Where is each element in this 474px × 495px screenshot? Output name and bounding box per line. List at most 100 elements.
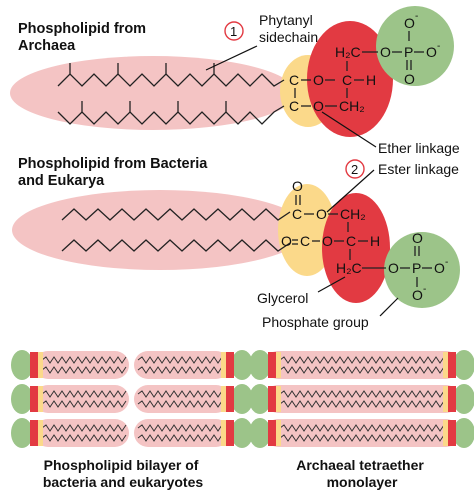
- bilayer-left-head-2-phosphate: [11, 418, 33, 448]
- bacteria-glycerol-h: H: [370, 233, 380, 249]
- bacteria-phosphate-oxygen-bottom: O: [412, 287, 423, 303]
- bilayer-left-head-1-linkage: [38, 386, 43, 412]
- svg-text:-: -: [445, 257, 448, 268]
- svg-text:-: -: [437, 41, 440, 52]
- marker-2: 2: [351, 162, 358, 177]
- bilayer-left-chain-a-2: [41, 424, 127, 432]
- bilayer-right-tail-0: [134, 351, 230, 379]
- archaea-phosphate-oxygen-double: O: [404, 71, 415, 87]
- monolayer-chain-a-2: [279, 424, 445, 432]
- bacteria-phosphate-oxygen-double: O: [412, 230, 423, 246]
- archaea-ether-oxygen-2: O: [313, 98, 324, 114]
- bilayer-right-tail-1: [134, 385, 230, 413]
- bacteria-chain-lower: [61, 239, 291, 252]
- bacteria-linkage-region: [278, 184, 336, 276]
- archaea-glycerol-h: H: [366, 72, 376, 88]
- monolayer-chain-b-2: [279, 434, 445, 442]
- monolayer-left-head-0-linkage: [276, 352, 281, 378]
- monolayer-left-head-0-glycerol: [268, 352, 276, 378]
- bilayer-right-chain-a-1: [137, 390, 223, 398]
- bilayer-right-tail-2: [134, 419, 230, 447]
- bacteria-glycerol-region: [322, 193, 390, 303]
- bilayer-left-chain-b-2: [41, 434, 127, 442]
- phospholipid-bilayer: [11, 350, 253, 448]
- phosphate-leader: [379, 297, 399, 317]
- bilayer-right-head-1-phosphate: [231, 384, 253, 414]
- archaea-glycerol-ch2: CH₂: [339, 98, 365, 114]
- bilayer-right-chain-b-0: [137, 366, 223, 374]
- monolayer-right-head-0-linkage: [443, 352, 448, 378]
- archaea-tail-region: [10, 56, 296, 130]
- bilayer-right-chain-b-1: [137, 400, 223, 408]
- svg-text:-: -: [415, 11, 418, 22]
- bilayer-left-tail-0: [34, 351, 129, 379]
- archaea-chain-upper: [57, 73, 285, 87]
- archaea-phosphate-region: [376, 6, 454, 86]
- bacteria-phosphate-oxygen-link: O: [388, 260, 399, 276]
- bilayer-left-head-0-phosphate: [11, 350, 33, 380]
- marker-1-circle: [224, 21, 244, 41]
- bilayer-right-chain-a-2: [137, 424, 223, 432]
- ester-linkage-label: Ester linkage: [378, 161, 459, 177]
- monolayer-chain-b-0: [279, 366, 445, 374]
- monolayer-right-head-1-linkage: [443, 386, 448, 412]
- bilayer-right-head-2-linkage: [221, 420, 226, 446]
- bilayer-right-head-1-glycerol: [226, 386, 234, 412]
- monolayer-right-head-2-linkage: [443, 420, 448, 446]
- archaea-phosphorus: P: [404, 44, 413, 60]
- bilayer-left-chain-a-1: [41, 390, 127, 398]
- monolayer-left-head-1-linkage: [276, 386, 281, 412]
- bilayer-left-head-2-glycerol: [30, 420, 38, 446]
- bilayer-left-head-0-glycerol: [30, 352, 38, 378]
- monolayer-chain-a-1: [279, 390, 445, 398]
- bacteria-phosphate-oxygen-right: O: [434, 260, 445, 276]
- bacteria-glycerol-ch: C: [346, 233, 356, 249]
- ether-leader: [321, 111, 377, 148]
- monolayer-left-head-2-glycerol: [268, 420, 276, 446]
- bilayer-right-chain-a-0: [137, 356, 223, 364]
- bilayer-left-tail-2: [34, 419, 129, 447]
- monolayer-left-head-1-glycerol: [268, 386, 276, 412]
- monolayer-right-head-1-glycerol: [448, 386, 456, 412]
- monolayer-right-head-2-glycerol: [448, 420, 456, 446]
- phytanyl-leader: [205, 45, 258, 71]
- archaea-phosphate-oxygen-link: O: [380, 44, 391, 60]
- monolayer-left-head-2-linkage: [276, 420, 281, 446]
- archaeal-monolayer: [249, 350, 474, 448]
- phytanyl-label: Phytanyl sidechain: [259, 12, 318, 45]
- bilayer-left-head-1-glycerol: [30, 386, 38, 412]
- bilayer-right-head-2-phosphate: [231, 418, 253, 448]
- monolayer-left-head-1-phosphate: [249, 384, 271, 414]
- archaea-glycerol-h2c: H₂C: [335, 44, 361, 60]
- bacteria-molecule: O C O O C O CH₂ C H H₂C O P O - O O -: [12, 178, 460, 308]
- bacteria-glycerol-h2c: H₂C: [336, 260, 362, 276]
- bilayer-right-head-2-glycerol: [226, 420, 234, 446]
- bacteria-ester-double-oxygen-1: O: [292, 178, 303, 194]
- bilayer-right-chain-b-2: [137, 434, 223, 442]
- archaea-phosphate-oxygen-right: O: [426, 44, 437, 60]
- monolayer-chain-a-0: [279, 356, 445, 364]
- bacteria-carbon-2: C: [300, 233, 310, 249]
- bacteria-ester-double-oxygen-2: O: [281, 233, 292, 249]
- monolayer-right-head-1-phosphate: [453, 384, 474, 414]
- monolayer-right-head-0-glycerol: [448, 352, 456, 378]
- archaea-carbon-1: C: [289, 72, 299, 88]
- bacteria-ester-oxygen-2: O: [322, 233, 333, 249]
- monolayer-tail-2: [264, 419, 460, 447]
- bilayer-right-head-0-phosphate: [231, 350, 253, 380]
- bilayer-left-head-1-phosphate: [11, 384, 33, 414]
- bacteria-carbon-1: C: [292, 206, 302, 222]
- marker-1: 1: [230, 24, 237, 39]
- bilayer-left-head-2-linkage: [38, 420, 43, 446]
- bilayer-right-head-0-glycerol: [226, 352, 234, 378]
- monolayer-tail-1: [264, 385, 460, 413]
- svg-text:-: -: [423, 284, 426, 295]
- archaea-molecule: C O C O H₂C C H CH₂ O P O - O - O: [10, 6, 454, 137]
- bacteria-ester-oxygen-1: O: [316, 206, 327, 222]
- monolayer-caption: Archaeal tetraether monolayer: [296, 457, 428, 490]
- archaea-phosphate-oxygen-top: O: [404, 15, 415, 31]
- bacteria-title: Phospholipid from Bacteria and Eukarya: [18, 156, 211, 189]
- bacteria-phosphate-region: [384, 232, 460, 308]
- bilayer-right-head-0-linkage: [221, 352, 226, 378]
